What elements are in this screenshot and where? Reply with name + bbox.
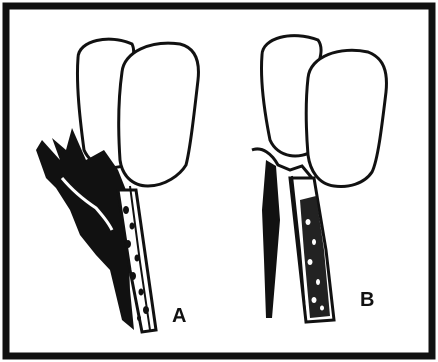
panel-a-label: A [172, 305, 186, 327]
panel-b-label: B [360, 289, 374, 311]
panel-a-front-tooth [119, 43, 199, 186]
panel-b-front-tooth [306, 50, 386, 186]
